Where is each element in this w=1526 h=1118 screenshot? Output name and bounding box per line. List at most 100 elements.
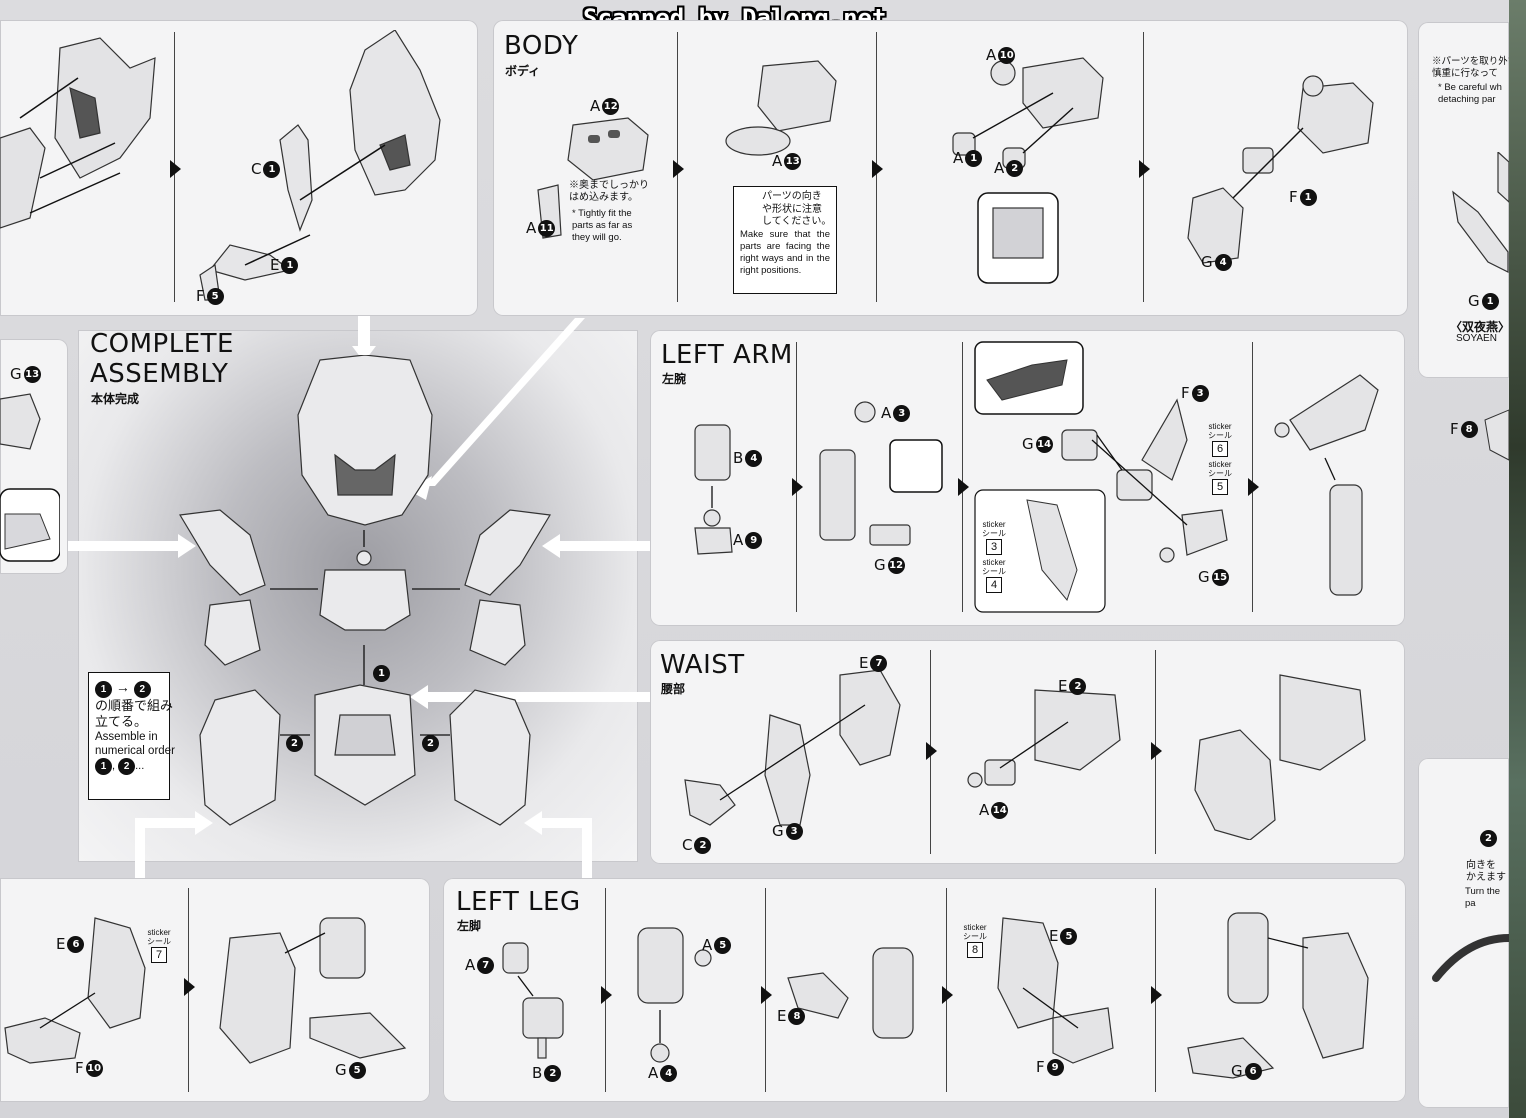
waist-title: WAIST (660, 650, 745, 680)
turn-diagram (1432, 934, 1509, 982)
body-subtitle: ボディ (505, 64, 541, 78)
fit-note-jp: ※奥までしっかり はめ込みます。 (569, 180, 649, 203)
body-step3-diagram (952, 57, 1104, 284)
waist-subtitle: 腰部 (661, 682, 686, 696)
fit-note-en: * Tightly fit the parts as far as they w… (572, 208, 633, 243)
waist-step1-diagram (684, 669, 901, 826)
left-leg-step1-diagram (502, 942, 564, 1059)
left-arm-step2-diagram (819, 401, 943, 546)
step1-marker: 1 (373, 665, 390, 682)
right-bottom-panel: 2 向きを かえます Turn the pa (1418, 758, 1509, 1108)
waist-step3-diagram (1194, 674, 1366, 840)
complete-subtitle: 本体完成 (91, 392, 140, 406)
soyaen-diagram (1452, 152, 1509, 273)
right-top-panel: ※パーツを取り外す 慎重に行なって * Be careful wh detach… (1418, 22, 1517, 378)
f8-partial-diagram (1484, 409, 1509, 461)
body-step4-diagram (1187, 75, 1374, 264)
order-note-box: 1 → 2 の順番で組み 立てる。 Assemble in numerical … (88, 672, 175, 800)
left-arm-step3-diagram (974, 341, 1228, 613)
turn-note-en: Turn the pa (1465, 886, 1501, 909)
step2-marker-left: 2 (286, 735, 303, 752)
left-leg-step5-diagram (1187, 912, 1369, 1079)
direction-note-en: Make sure that the parts are facing the … (740, 228, 830, 276)
soyaen-en: SOYAEN (1456, 333, 1497, 344)
head-parts-diagram (0, 37, 156, 229)
left-arm-step1-diagram (694, 424, 733, 555)
left-leg-title: LEFT LEG (456, 887, 581, 917)
left-arm-title: LEFT ARM (661, 340, 793, 370)
left-leg-step3-diagram (787, 947, 914, 1039)
waist-step2-diagram (967, 689, 1121, 788)
complete-title-1: COMPLETE (90, 329, 234, 359)
left-leg-subtitle: 左脚 (457, 919, 482, 933)
detach-note-jp: ※パーツを取り外す 慎重に行なって (1432, 56, 1518, 79)
turn-note-jp: 向きを かえます (1466, 860, 1506, 883)
soyaen-jp: 〈双夜燕〉 (1450, 320, 1511, 334)
body-title: BODY (504, 31, 579, 61)
left-leg-step2-diagram (637, 927, 712, 1063)
step2-marker-right: 2 (422, 735, 439, 752)
g13-partial-diagram (0, 393, 60, 562)
direction-note: パーツの向き や形状に注意 してください。 Make sure that the… (733, 186, 837, 294)
left-leg-step4-diagram (997, 917, 1114, 1064)
complete-title-2: ASSEMBLY (90, 359, 229, 389)
left-arm-subtitle: 左腕 (662, 372, 687, 386)
direction-note-jp: パーツの向き や形状に注意 してください。 (762, 191, 832, 227)
left-arm-step4-diagram (1274, 374, 1379, 596)
page-edge (1509, 0, 1526, 1118)
head-assembled-diagram (199, 30, 441, 301)
bottom-left-step2-diagram (219, 917, 407, 1064)
bottom-left-step1-diagram (4, 917, 146, 1064)
